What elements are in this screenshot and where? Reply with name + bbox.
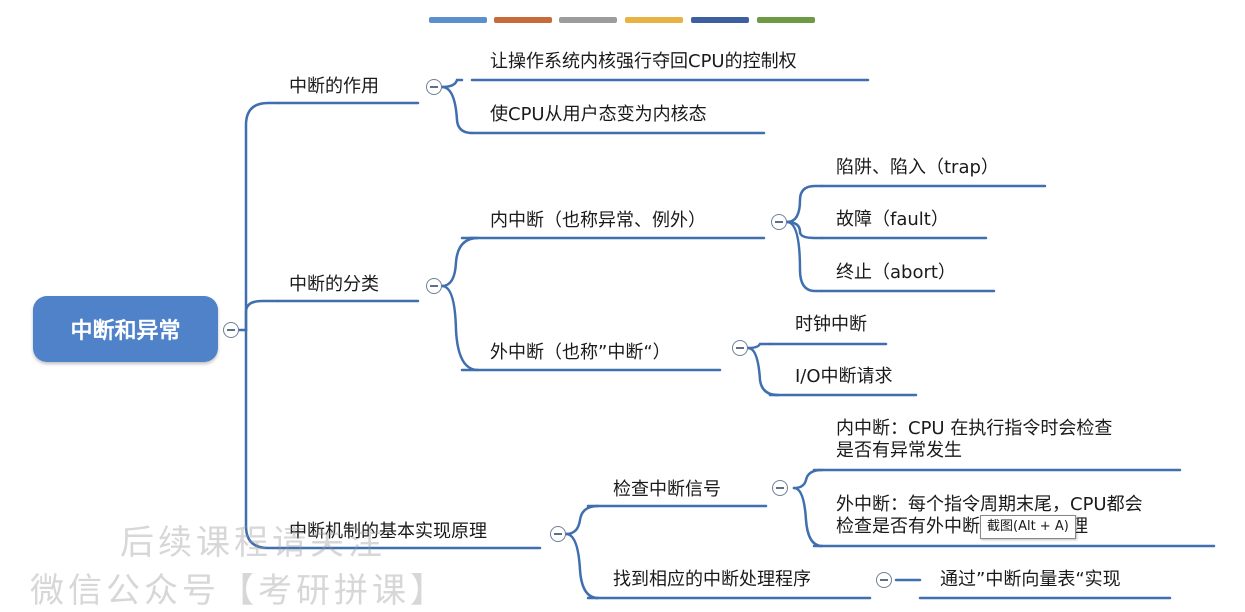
edge-inner-fault xyxy=(785,220,824,240)
edge-outer-clock xyxy=(746,342,772,350)
theme-stripe-6 xyxy=(757,17,815,23)
inner-leaf-abort[interactable]: 终止（abort） xyxy=(836,262,956,283)
branch-node-classification[interactable]: 中断的分类 xyxy=(289,274,379,295)
inner-interrupt-collapse-icon[interactable] xyxy=(771,214,787,230)
edge-outer-io xyxy=(746,346,780,397)
edge-b1-c2 xyxy=(440,85,474,135)
edge-check-inner xyxy=(792,468,824,490)
mechanism-node-check-signal[interactable]: 检查中断信号 xyxy=(613,479,721,500)
edge-b3-c2 xyxy=(564,532,600,600)
watermark-line2: 微信公众号【考研拼课】 xyxy=(30,571,448,611)
inner-leaf-trap[interactable]: 陷阱、陷入（trap） xyxy=(836,157,999,178)
branch-classification-collapse-icon[interactable] xyxy=(426,278,442,294)
edge-root-branch3 xyxy=(244,328,280,550)
purpose-item-regain-cpu[interactable]: 让操作系统内核强行夺回CPU的控制权 xyxy=(490,51,797,72)
branch-node-purpose[interactable]: 中断的作用 xyxy=(289,76,379,97)
edge-check-outer xyxy=(792,486,824,548)
find-leaf-vector-table[interactable]: 通过”中断向量表“实现 xyxy=(940,569,1121,590)
find-handler-collapse-icon[interactable] xyxy=(876,572,892,588)
class-node-outer-interrupt[interactable]: 外中断（也称”中断“） xyxy=(490,342,671,363)
check-leaf-inner-line1: 内中断：CPU 在执行指令时会检查 xyxy=(836,418,1113,439)
purpose-item-user-to-kernel[interactable]: 使CPU从用户态变为内核态 xyxy=(490,104,707,125)
root-collapse-icon[interactable] xyxy=(223,322,239,338)
edge-inner-abort xyxy=(785,220,824,293)
edge-root-branch1 xyxy=(244,101,280,332)
theme-stripe-4 xyxy=(625,17,683,23)
edge-b2-c2 xyxy=(440,284,480,372)
edge-root-branch2 xyxy=(244,299,280,332)
theme-stripe-2 xyxy=(494,17,552,23)
outer-interrupt-collapse-icon[interactable] xyxy=(732,340,748,356)
branch-mechanism-collapse-icon[interactable] xyxy=(550,526,566,542)
outer-leaf-io[interactable]: I/O中断请求 xyxy=(795,366,893,387)
branch-node-mechanism[interactable]: 中断机制的基本实现原理 xyxy=(289,521,487,542)
edge-b3-c1 xyxy=(564,504,600,536)
class-node-inner-interrupt[interactable]: 内中断（也称异常、例外） xyxy=(490,210,706,231)
theme-stripe-1 xyxy=(429,17,487,23)
inner-leaf-fault[interactable]: 故障（fault） xyxy=(836,209,949,230)
screenshot-tooltip: 截图(Alt + A) xyxy=(980,515,1076,539)
mechanism-node-find-handler[interactable]: 找到相应的中断处理程序 xyxy=(613,569,811,590)
outer-leaf-clock[interactable]: 时钟中断 xyxy=(795,314,867,335)
edge-b1-c1 xyxy=(440,78,464,89)
theme-stripe-5 xyxy=(691,17,749,23)
check-signal-collapse-icon[interactable] xyxy=(772,480,788,496)
theme-stripe-3 xyxy=(559,17,617,23)
check-leaf-inner-line2: 是否有异常发生 xyxy=(836,440,962,461)
branch-purpose-collapse-icon[interactable] xyxy=(426,79,442,95)
edge-inner-trap xyxy=(785,184,824,224)
check-leaf-inner[interactable]: 内中断：CPU 在执行指令时会检查 是否有异常发生 xyxy=(836,418,1196,462)
edge-b2-c1 xyxy=(440,236,479,288)
watermark-line1: 后续课程请关注 xyxy=(120,523,386,563)
root-node[interactable]: 中断和异常 xyxy=(33,296,218,362)
check-leaf-outer-line1: 外中断：每个指令周期末尾，CPU都会 xyxy=(836,494,1143,515)
